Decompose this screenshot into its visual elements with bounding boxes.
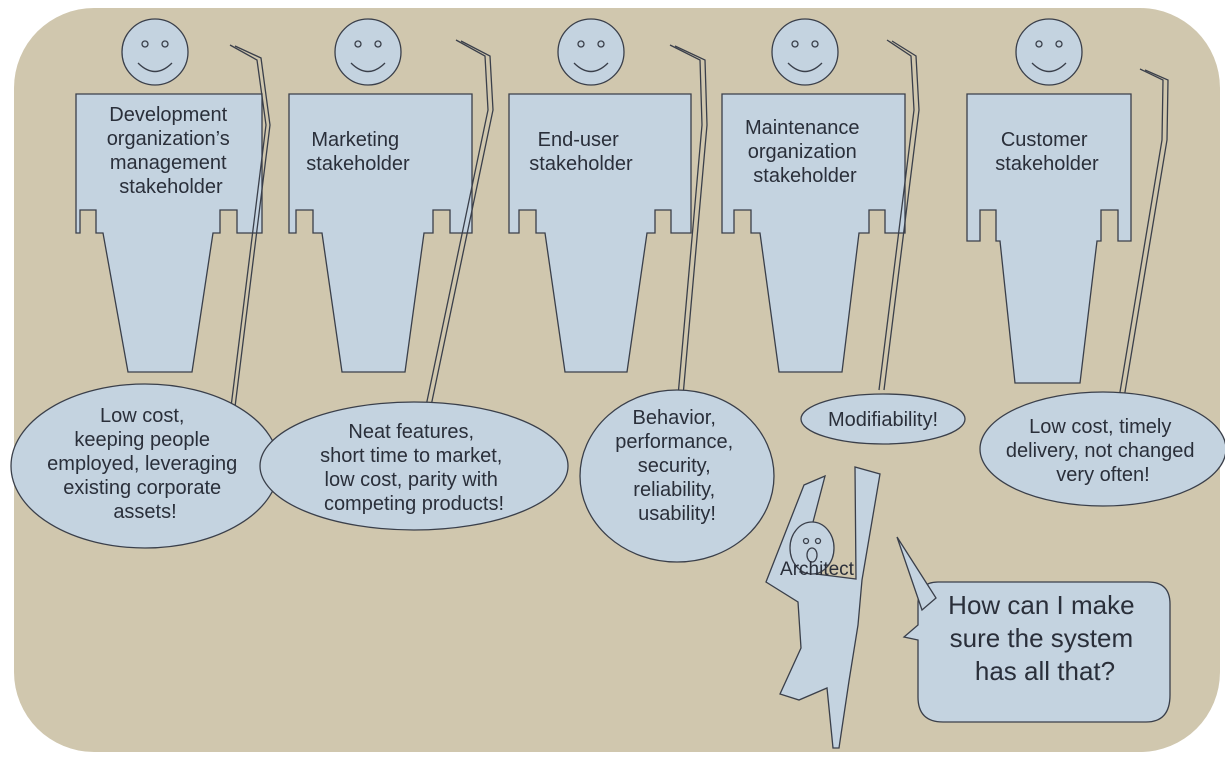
- smiley-face-icon: [771, 18, 839, 86]
- concern-bubble: [579, 389, 775, 563]
- stakeholder-label: Customer stakeholder: [995, 129, 1099, 175]
- concern-text: Modifiability!: [828, 409, 938, 431]
- speech-connector: [1122, 69, 1169, 405]
- stakeholder-end-user: End-user stakeholder Behavior, performan…: [508, 18, 775, 563]
- stakeholder-figure: [508, 18, 692, 373]
- stakeholder-label: End-user stakeholder: [529, 129, 633, 175]
- stakeholder-figure: [721, 18, 906, 373]
- speech-connector: [883, 40, 920, 391]
- stakeholder-label: Maintenance organization stakeholder: [745, 117, 865, 187]
- stakeholder-label: Development organization’s management st…: [107, 104, 236, 198]
- stakeholder-figure: [75, 18, 263, 373]
- stakeholder-marketing: Marketing stakeholder Neat features, sho…: [259, 18, 569, 531]
- concern-text: Neat features, short time to market, low…: [320, 421, 508, 515]
- speech-connector: [425, 39, 489, 407]
- stakeholder-label: Marketing stakeholder: [306, 129, 410, 175]
- architect-question: How can I make sure the system has all t…: [948, 590, 1142, 686]
- smiley-face-icon: [121, 18, 189, 86]
- concern-bubble: [259, 401, 569, 531]
- speech-connector: [674, 45, 708, 397]
- architect-label: Architect: [780, 559, 855, 580]
- speech-pointer: [896, 536, 937, 612]
- speech-connector: [430, 40, 494, 407]
- concern-text: Low cost, keeping people employed, lever…: [47, 405, 243, 523]
- stakeholder-figure: [288, 18, 473, 373]
- concern-bubble: [979, 391, 1225, 507]
- stakeholder-maintenance: Maintenance organization stakeholder Mod…: [721, 18, 966, 445]
- smiley-face-icon: [1015, 18, 1083, 86]
- concern-text: Low cost, timely delivery, not changed v…: [1006, 416, 1200, 486]
- speech-connector: [878, 39, 915, 391]
- speech-connector: [232, 45, 271, 424]
- speech-connector: [1117, 68, 1164, 405]
- architect: Architect How can I make sure the system…: [765, 466, 1171, 749]
- speech-connector: [669, 44, 703, 397]
- smiley-face-icon: [334, 18, 402, 86]
- smiley-face-icon: [557, 18, 625, 86]
- concern-bubble: [800, 393, 966, 445]
- stakeholder-customer: Customer stakeholder Low cost, timely de…: [966, 18, 1225, 507]
- concern-text: Behavior, performance, security, reliabi…: [615, 407, 738, 525]
- speech-connector: [228, 44, 267, 424]
- stakeholder-development-management: Development organization’s management st…: [10, 18, 280, 549]
- stakeholder-figure: [966, 18, 1132, 384]
